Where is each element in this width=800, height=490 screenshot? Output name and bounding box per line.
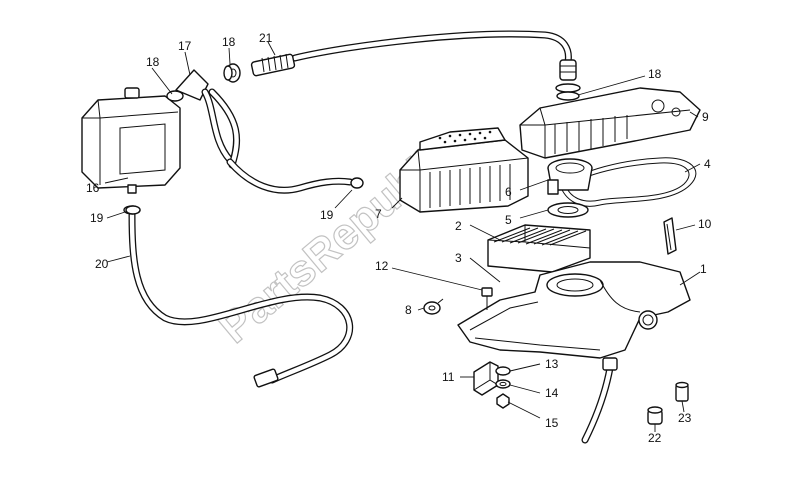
callout-12: 12	[375, 259, 389, 273]
hose-21	[291, 30, 572, 66]
screw-12	[481, 287, 493, 310]
clamp-19-left	[125, 205, 141, 215]
callout-10: 10	[698, 217, 712, 231]
callout-3: 3	[455, 251, 462, 265]
clamp-18-right	[556, 91, 580, 101]
cover-7	[399, 127, 529, 213]
callout-18-right: 18	[648, 67, 662, 81]
callout-9: 9	[702, 110, 709, 124]
leader-lines	[104, 41, 701, 432]
callout-17: 17	[178, 39, 192, 53]
callout-14: 14	[545, 386, 559, 400]
cover-9	[519, 87, 701, 159]
clamp-18-top	[223, 65, 233, 81]
callout-21: 21	[259, 31, 273, 45]
clip-8	[423, 298, 444, 315]
callout-15: 15	[545, 416, 559, 430]
clamp-18-left	[166, 90, 184, 102]
washer-14	[495, 379, 511, 389]
nut-15	[496, 393, 510, 409]
callout-7: 7	[375, 207, 382, 221]
callout-19-mid: 19	[320, 208, 334, 222]
callout-20: 20	[95, 257, 109, 271]
breather-tank-16	[81, 87, 181, 194]
callout-22: 22	[648, 431, 662, 445]
ring-5	[547, 202, 589, 218]
callout-2: 2	[455, 219, 462, 233]
callout-18-left: 18	[146, 55, 160, 69]
plug-23	[675, 381, 689, 402]
callout-5: 5	[505, 213, 512, 227]
gasket-4	[559, 157, 697, 207]
bracket-11	[473, 361, 499, 396]
filter-element-2	[487, 224, 591, 273]
callout-labels: 1 2 3 4 5 6 7 8 9 10 11 12 13 14 15 16 1…	[86, 31, 712, 445]
hose-fitting	[225, 53, 296, 83]
callout-4: 4	[704, 157, 711, 171]
callout-1: 1	[700, 262, 707, 276]
filter-holder-6	[547, 158, 593, 195]
drain-hose-short	[226, 158, 364, 194]
callout-23: 23	[678, 411, 692, 425]
callout-16: 16	[86, 181, 100, 195]
callout-13: 13	[545, 357, 559, 371]
callout-8: 8	[405, 303, 412, 317]
callout-6: 6	[505, 185, 512, 199]
hose-end-connector	[555, 59, 581, 93]
airbox-base-1	[457, 261, 691, 359]
base-drain-tube	[581, 357, 618, 444]
hook-10	[663, 217, 677, 255]
washer-13	[495, 366, 511, 376]
callout-11: 11	[442, 370, 455, 384]
callout-19-left: 19	[90, 211, 104, 225]
callout-18-top: 18	[222, 35, 236, 49]
plug-22	[647, 406, 663, 425]
t-fitting-17	[175, 69, 240, 169]
